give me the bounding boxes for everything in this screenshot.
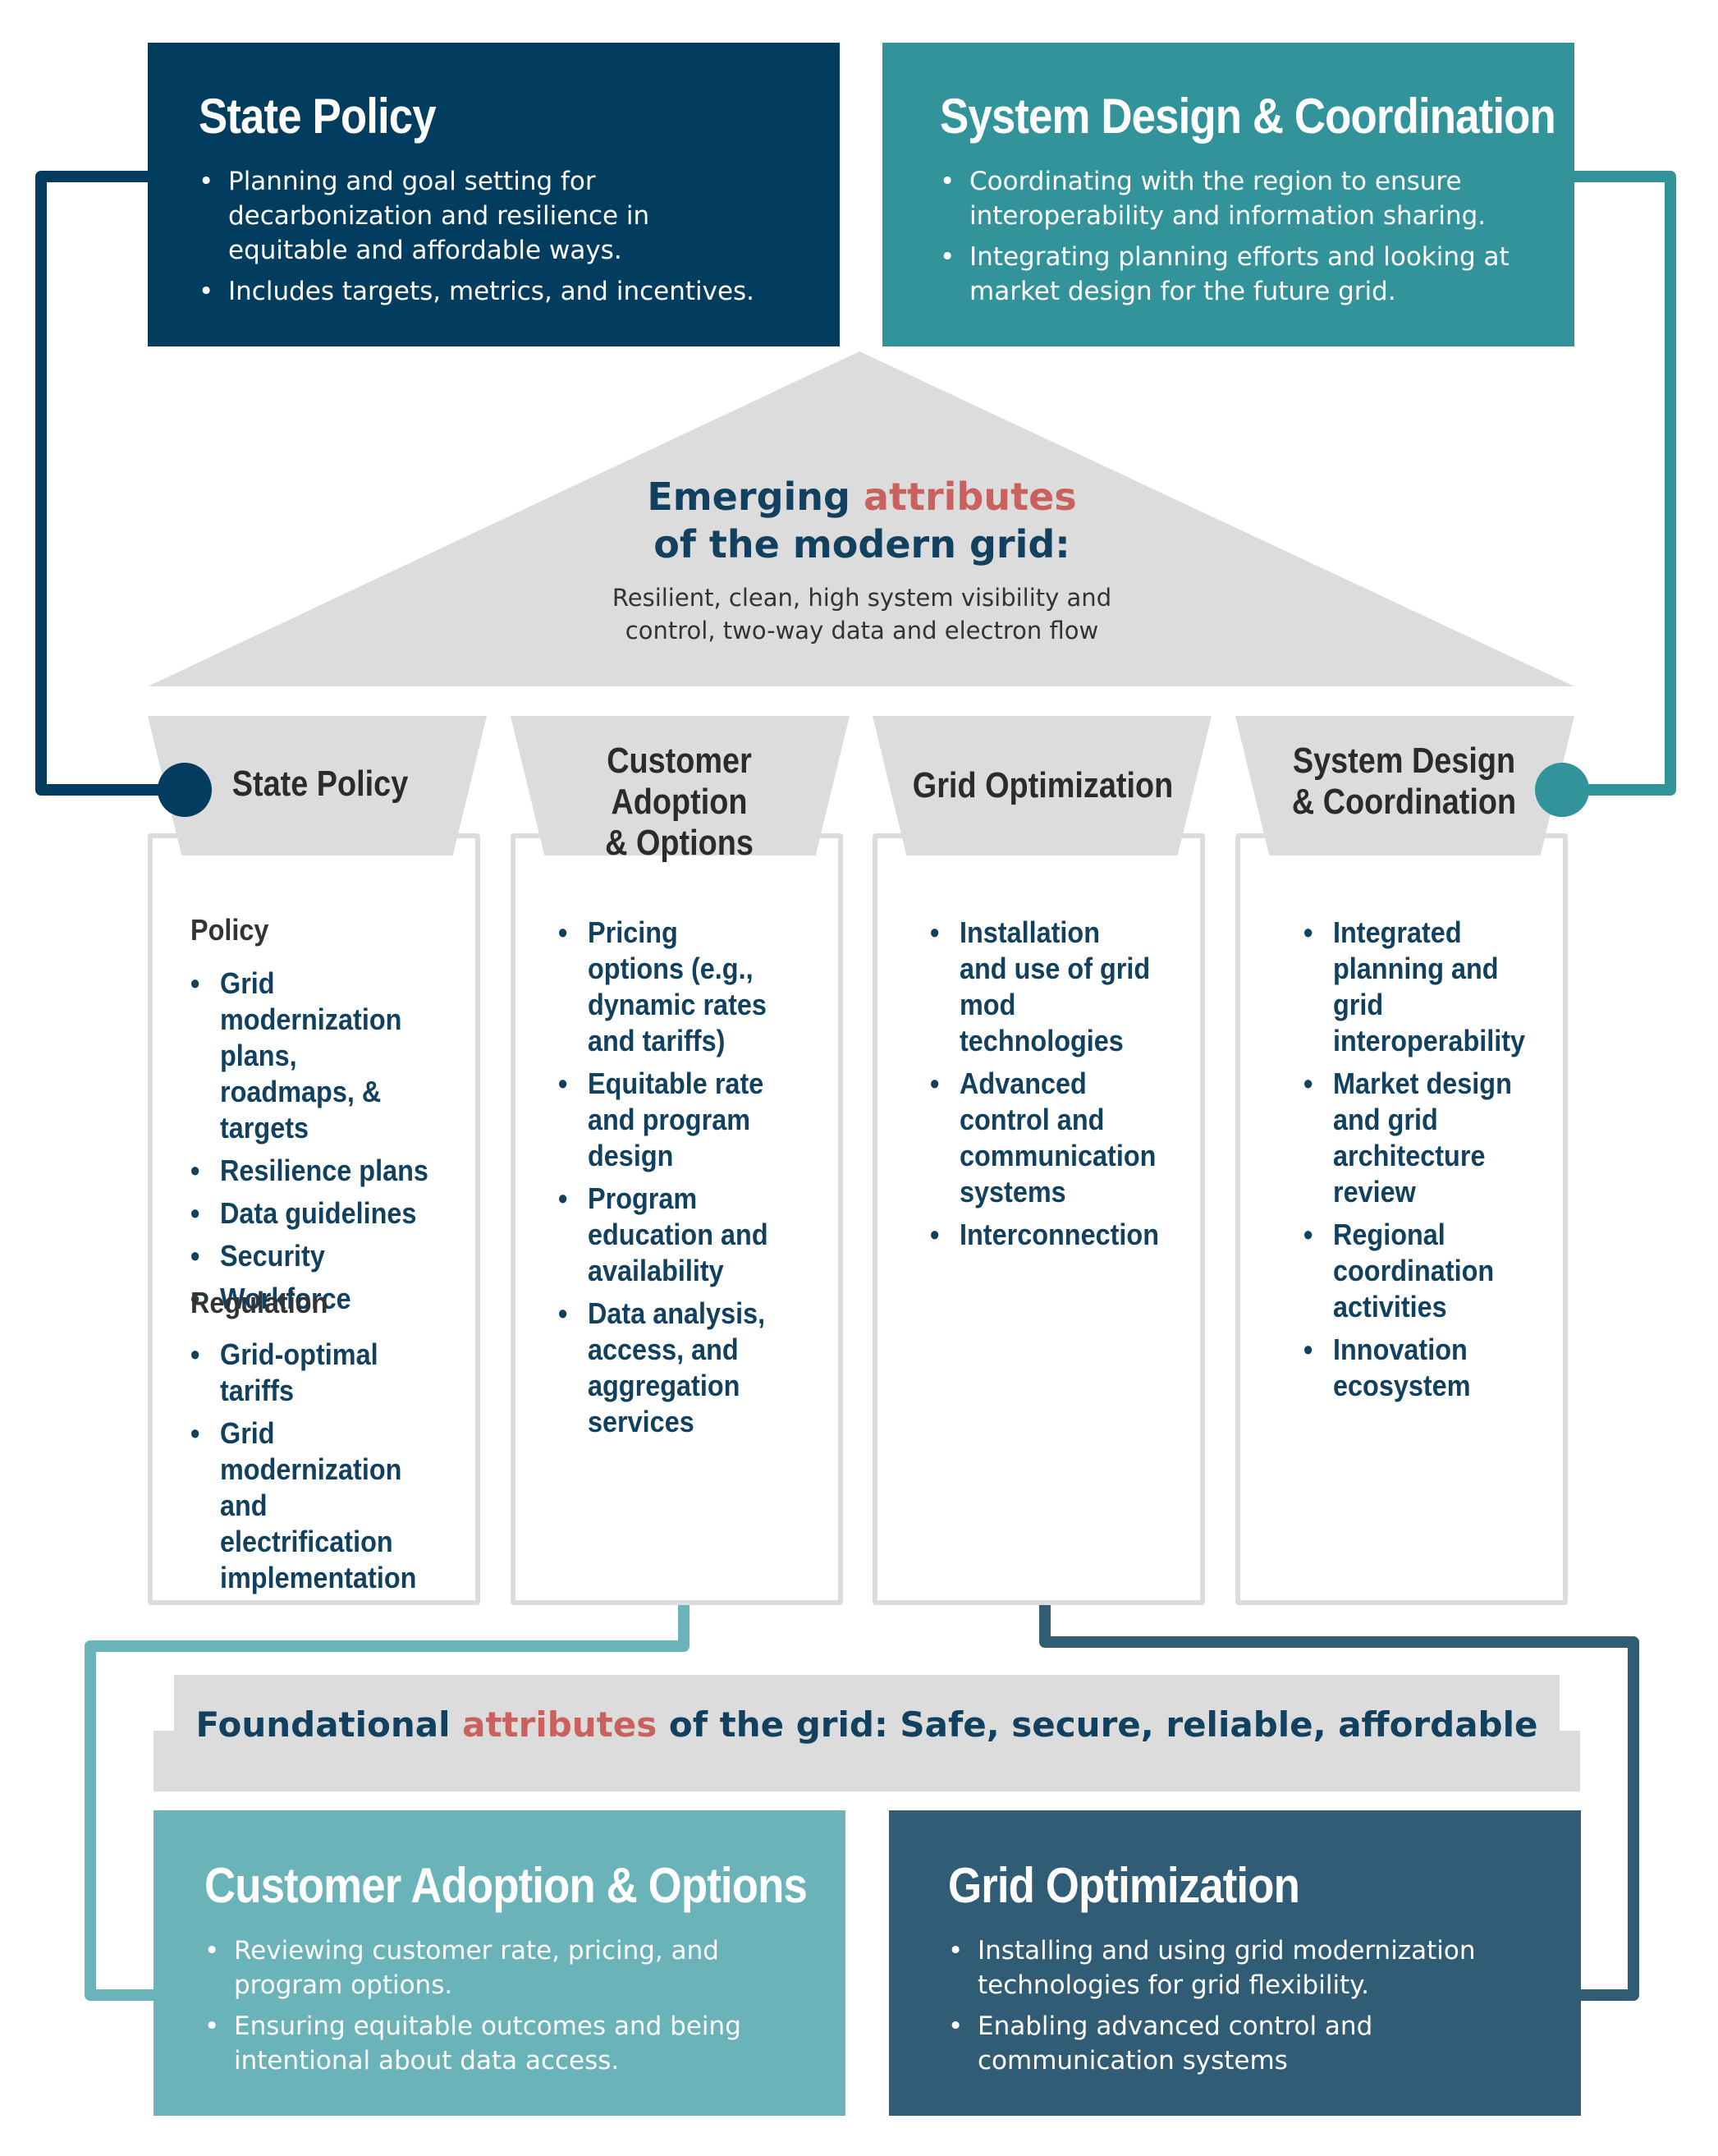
customer-box: Customer Adoption & Options Reviewing cu… [153,1810,845,2116]
roof-title-accent: attributes [863,475,1077,519]
list-item: Data guidelines [190,1195,434,1232]
system-design-column-label: System Design & Coordination [1268,741,1540,823]
system-design-box: System Design & Coordination Coordinatin… [882,43,1574,346]
customer-list: Pricing options (e.g., dynamic rates and… [558,915,804,1447]
roof-subtitle-line1: Resilient, clean, high system visibility… [612,584,1112,612]
grid-opt-bullets: Installing and using grid modernization … [948,1934,1581,2078]
list-item: Integrating planning efforts and looking… [940,240,1511,309]
list-item: Enabling advanced control and communicat… [948,2009,1519,2078]
roof-title-part1: Emerging [647,475,864,519]
state-policy-box: State Policy Planning and goal setting f… [148,43,840,346]
state-policy-connector [35,171,185,796]
grid-opt-capital [873,716,1212,856]
system-design-list: Integrated planning and grid interoperab… [1303,915,1542,1411]
list-item: Integrated planning and grid interoperab… [1303,915,1525,1059]
list-item: Market design and grid architecture revi… [1303,1066,1518,1210]
list-item: Advanced control and communication syste… [930,1066,1156,1210]
customer-bullets: Reviewing customer rate, pricing, and pr… [204,1934,845,2078]
list-item: Innovation ecosystem [1303,1332,1518,1404]
customer-connector [85,1525,689,2001]
list-item: Equitable rate and program design [558,1066,780,1174]
list-item: Resilience plans [190,1153,434,1189]
roof-title: Emerging attributes of the modern grid: [492,473,1231,568]
state-policy-column-label: State Policy [231,764,409,804]
list-item: Program education and availability [558,1181,780,1289]
roof-subtitle: Resilient, clean, high system visibility… [492,581,1231,647]
customer-column-label: Customer Adoption & Options [543,741,815,864]
system-design-label-line2: & Coordination [1291,782,1517,822]
list-item: Installation and use of grid mod technol… [930,915,1152,1059]
list-item: Data analysis, access, and aggregation s… [558,1296,780,1440]
policy-list: Grid modernization plans, roadmaps, & ta… [190,966,461,1323]
roof-title-line2: of the modern grid: [653,522,1070,567]
system-design-bullets: Coordinating with the region to ensure i… [940,164,1574,309]
list-item: Includes targets, metrics, and incentive… [199,274,803,309]
customer-capital [511,716,850,856]
state-policy-bullets: Planning and goal setting for decarboniz… [199,164,840,309]
grid-opt-list: Installation and use of grid mod technol… [930,915,1176,1259]
roof-pediment [148,351,1574,686]
grid-opt-box: Grid Optimization Installing and using g… [889,1810,1581,2116]
system-design-title: System Design & Coordination [940,89,1556,144]
list-item: Regional coordination activities [1303,1217,1518,1325]
foundation-text: Foundational attributes of the grid: Saf… [153,1704,1580,1745]
list-item: Workforce [190,1281,434,1317]
list-item: Grid modernization plans, roadmaps, & ta… [190,966,434,1146]
customer-label-line2: & Options [605,823,754,863]
list-item: Coordinating with the region to ensure i… [940,164,1544,233]
list-item: Grid modernization and electrification i… [190,1415,434,1596]
list-item: Reviewing customer rate, pricing, and pr… [204,1934,759,2002]
grid-opt-column-label: Grid Optimization [912,765,1174,805]
regulation-heading: Regulation [190,1286,328,1319]
list-item: Ensuring equitable outcomes and being in… [204,2009,809,2078]
regulation-list: Grid-optimal tariffs Grid modernization … [190,1337,461,1603]
foundation-band [153,1675,1580,1791]
customer-label-line1: Customer Adoption [607,741,752,822]
roof-subtitle-line2: control, two-way data and electron flow [625,617,1099,645]
foundation-accent: attributes [462,1704,657,1745]
grid-opt-title: Grid Optimization [948,1858,1300,1913]
system-design-capital [1235,716,1574,856]
customer-title: Customer Adoption & Options [204,1858,808,1913]
list-item: Grid-optimal tariffs [190,1337,434,1409]
list-item: Security [190,1238,434,1274]
foundation-part2: of the grid: Safe, secure, reliable, aff… [657,1704,1538,1745]
system-design-connector [1562,171,1676,796]
list-item: Installing and using grid modernization … [948,1934,1552,2002]
foundation-part1: Foundational [195,1704,463,1745]
list-item: Interconnection [930,1217,1159,1253]
policy-heading: Policy [190,913,269,947]
list-item: Pricing options (e.g., dynamic rates and… [558,915,780,1059]
list-item: Planning and goal setting for decarboniz… [199,164,688,268]
system-design-label-line1: System Design [1292,741,1516,781]
state-policy-title: State Policy [199,89,437,144]
